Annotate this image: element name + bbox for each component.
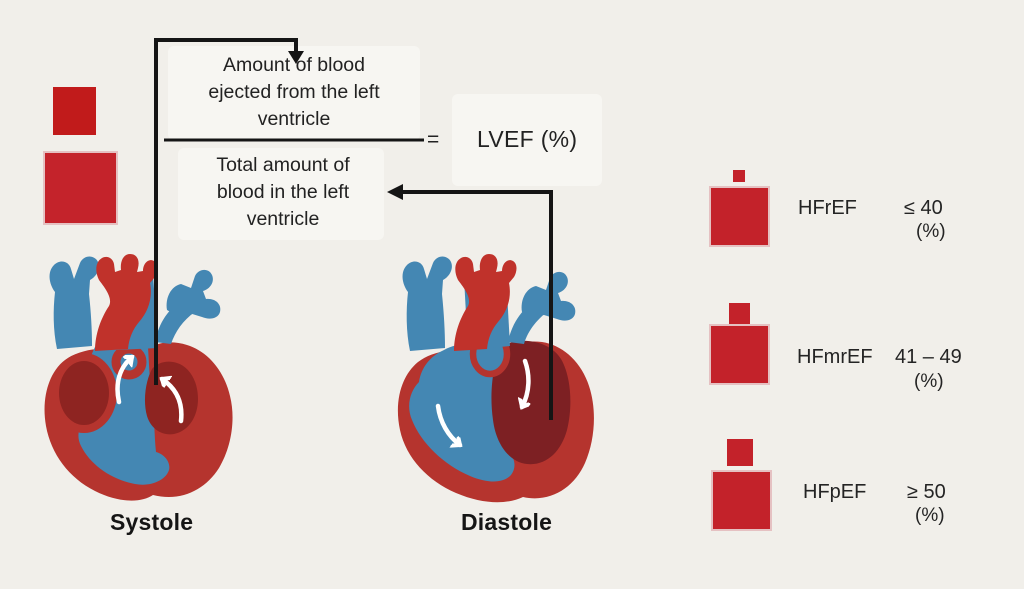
ef-large-square-icon: [711, 326, 768, 383]
formula-numerator: Amount of blood ejected from the left ve…: [163, 52, 425, 133]
lvef-result-label: LVEF (%): [477, 126, 578, 152]
legend-unit: (%): [915, 505, 945, 526]
numerator-line-2: ejected from the left: [208, 81, 380, 103]
legend-name: HFrEF: [798, 197, 857, 219]
ejected-volume-square-icon: [53, 87, 96, 135]
total-volume-square-icon: [45, 153, 116, 223]
ejection-arrow-right-ventricle: [115, 354, 132, 405]
denominator-line-2: blood in the left: [216, 181, 350, 203]
ef-small-square-icon: [729, 303, 750, 324]
systole-heart-illustration: [44, 254, 233, 501]
ef-small-square-icon: [733, 170, 745, 182]
left-ventricle-interior-shape: [144, 361, 198, 435]
legend-name: HFpEF: [803, 481, 867, 503]
diastole-heart-illustration: [397, 254, 594, 503]
equals-sign: =: [427, 128, 440, 151]
result-panel: [452, 94, 602, 186]
legend-range: ≤ 40: [904, 197, 943, 219]
legend-row-hfmref: HFmrEF 41 – 49 (%): [711, 303, 991, 392]
formula-denominator: Total amount of blood in the left ventri…: [163, 152, 403, 233]
pulmonary-connector-shape: [155, 300, 195, 344]
numerator-line-3: ventricle: [257, 108, 331, 130]
legend-unit: (%): [914, 371, 944, 392]
legend-row-hfpef: HFpEF ≥ 50 (%): [711, 439, 991, 531]
ef-small-square-icon: [727, 439, 753, 466]
aorta-shape: [95, 254, 158, 351]
denominator-line-1: Total amount of: [216, 154, 350, 176]
ef-large-square-icon: [711, 188, 768, 245]
legend-unit: (%): [916, 221, 946, 242]
vena-cava-shape: [402, 256, 452, 351]
legend-name: HFmrEF: [797, 346, 873, 368]
systole-label: Systole: [110, 509, 194, 535]
pulmonary-connector-shape: [508, 298, 552, 344]
atrium-interior-shape: [59, 361, 109, 425]
ef-large-square-icon: [713, 472, 770, 529]
numerator-line-1: Amount of blood: [222, 54, 365, 76]
legend-row-hfref: HFrEF ≤ 40 (%): [711, 170, 991, 248]
legend-range: 41 – 49: [895, 346, 962, 368]
legend-range: ≥ 50: [907, 481, 946, 503]
vena-cava-shape: [49, 256, 99, 349]
diastole-label: Diastole: [461, 509, 553, 535]
denominator-line-3: ventricle: [246, 208, 320, 230]
